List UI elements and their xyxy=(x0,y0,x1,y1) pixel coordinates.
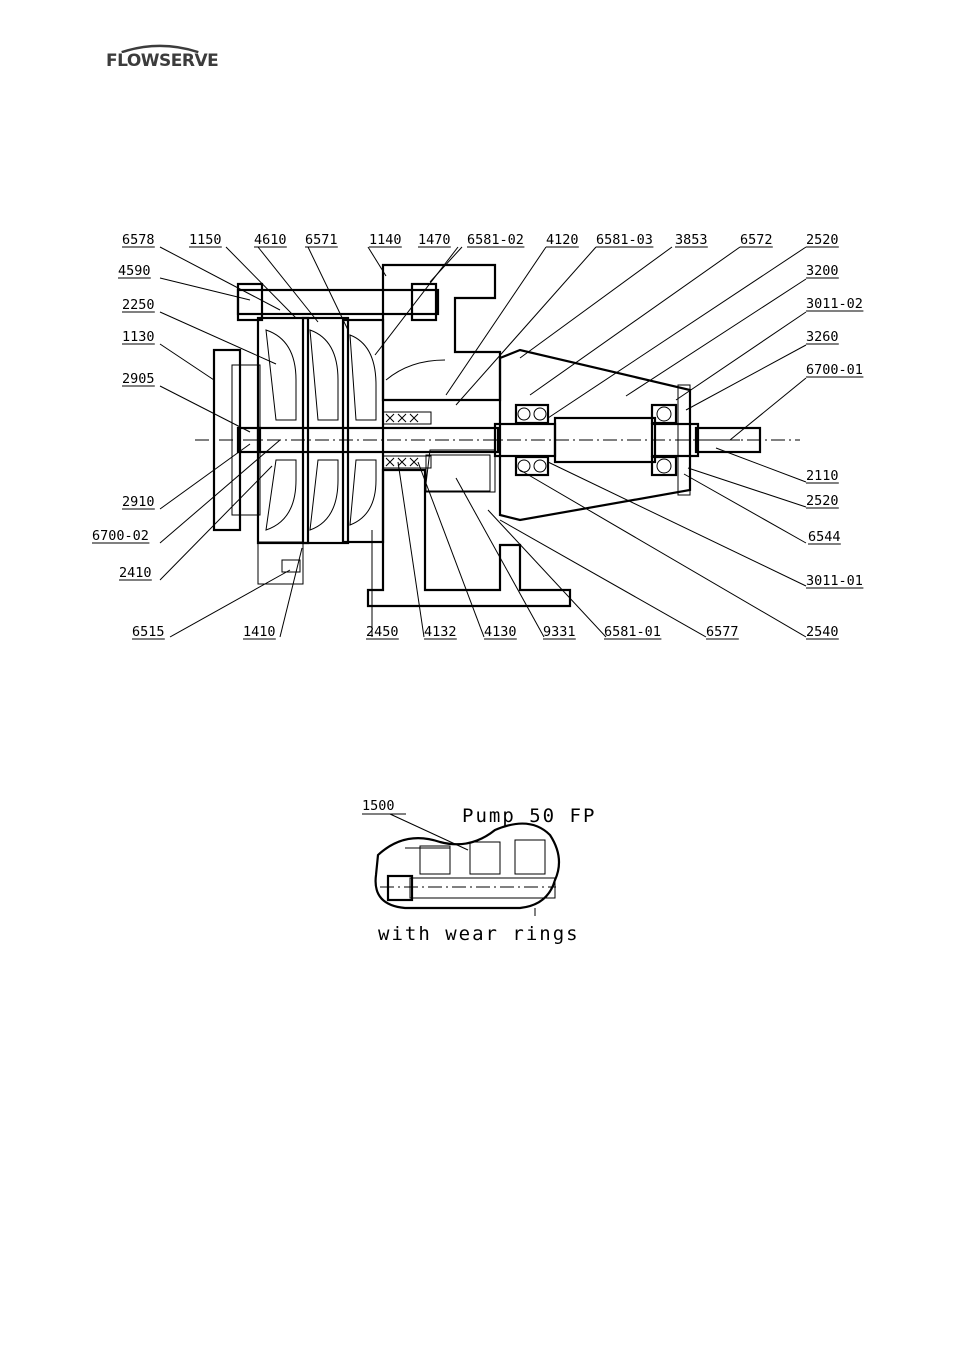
part-label-9331: 9331 xyxy=(543,624,576,640)
part-label-2110: 2110 xyxy=(806,468,839,484)
part-label-6578: 6578 xyxy=(122,232,155,248)
part-label-4610: 4610 xyxy=(254,232,287,248)
detail-view xyxy=(362,813,561,916)
detail-title: Pump 50 FP xyxy=(462,805,596,827)
part-label-1140: 1140 xyxy=(369,232,402,248)
part-label-2540: 2540 xyxy=(806,624,839,640)
part-label-1130: 1130 xyxy=(122,329,155,345)
part-label-1470: 1470 xyxy=(418,232,451,248)
part-label-6571: 6571 xyxy=(305,232,338,248)
part-label-4590: 4590 xyxy=(118,263,151,279)
part-label-3011-01: 3011-01 xyxy=(806,573,863,589)
part-label-4130: 4130 xyxy=(484,624,517,640)
part-label-6700-02: 6700-02 xyxy=(92,528,149,544)
part-label-2905: 2905 xyxy=(122,371,155,387)
logo-text: FLOWSERVE xyxy=(106,51,219,71)
part-label-6572: 6572 xyxy=(740,232,773,248)
part-label-6581-03: 6581-03 xyxy=(596,232,653,248)
part-label-2450: 2450 xyxy=(366,624,399,640)
part-label-2910: 2910 xyxy=(122,494,155,510)
part-label-2410: 2410 xyxy=(119,565,152,581)
part-number-labels: 6578 1150 4610 6571 1140 1470 6581-02 4120 6581-… xyxy=(92,232,864,640)
part-label-3200: 3200 xyxy=(806,263,839,279)
part-label-4120: 4120 xyxy=(546,232,579,248)
part-label-3011-02: 3011-02 xyxy=(806,296,863,312)
pump-body xyxy=(195,263,800,608)
detail-caption: with wear rings xyxy=(378,923,580,945)
part-label-6581-02: 6581-02 xyxy=(467,232,524,248)
part-label-2520: 2520 xyxy=(806,493,839,509)
part-label-6581-01: 6581-01 xyxy=(604,624,661,640)
part-label-4132: 4132 xyxy=(424,624,457,640)
part-label-6544: 6544 xyxy=(808,529,841,545)
leader-lines xyxy=(159,246,807,638)
part-label-2250: 2250 xyxy=(122,297,155,313)
part-label-6577: 6577 xyxy=(706,624,739,640)
part-label-6515: 6515 xyxy=(132,624,165,640)
detail-part-label: 1500 xyxy=(362,798,395,814)
part-label-2520: 2520 xyxy=(806,232,839,248)
flowserve-logo: FLOWSERVE xyxy=(106,43,219,77)
part-label-1410: 1410 xyxy=(243,624,276,640)
part-label-3260: 3260 xyxy=(806,329,839,345)
part-label-6700-01: 6700-01 xyxy=(806,362,863,378)
part-label-1150: 1150 xyxy=(189,232,222,248)
part-label-3853: 3853 xyxy=(675,232,708,248)
